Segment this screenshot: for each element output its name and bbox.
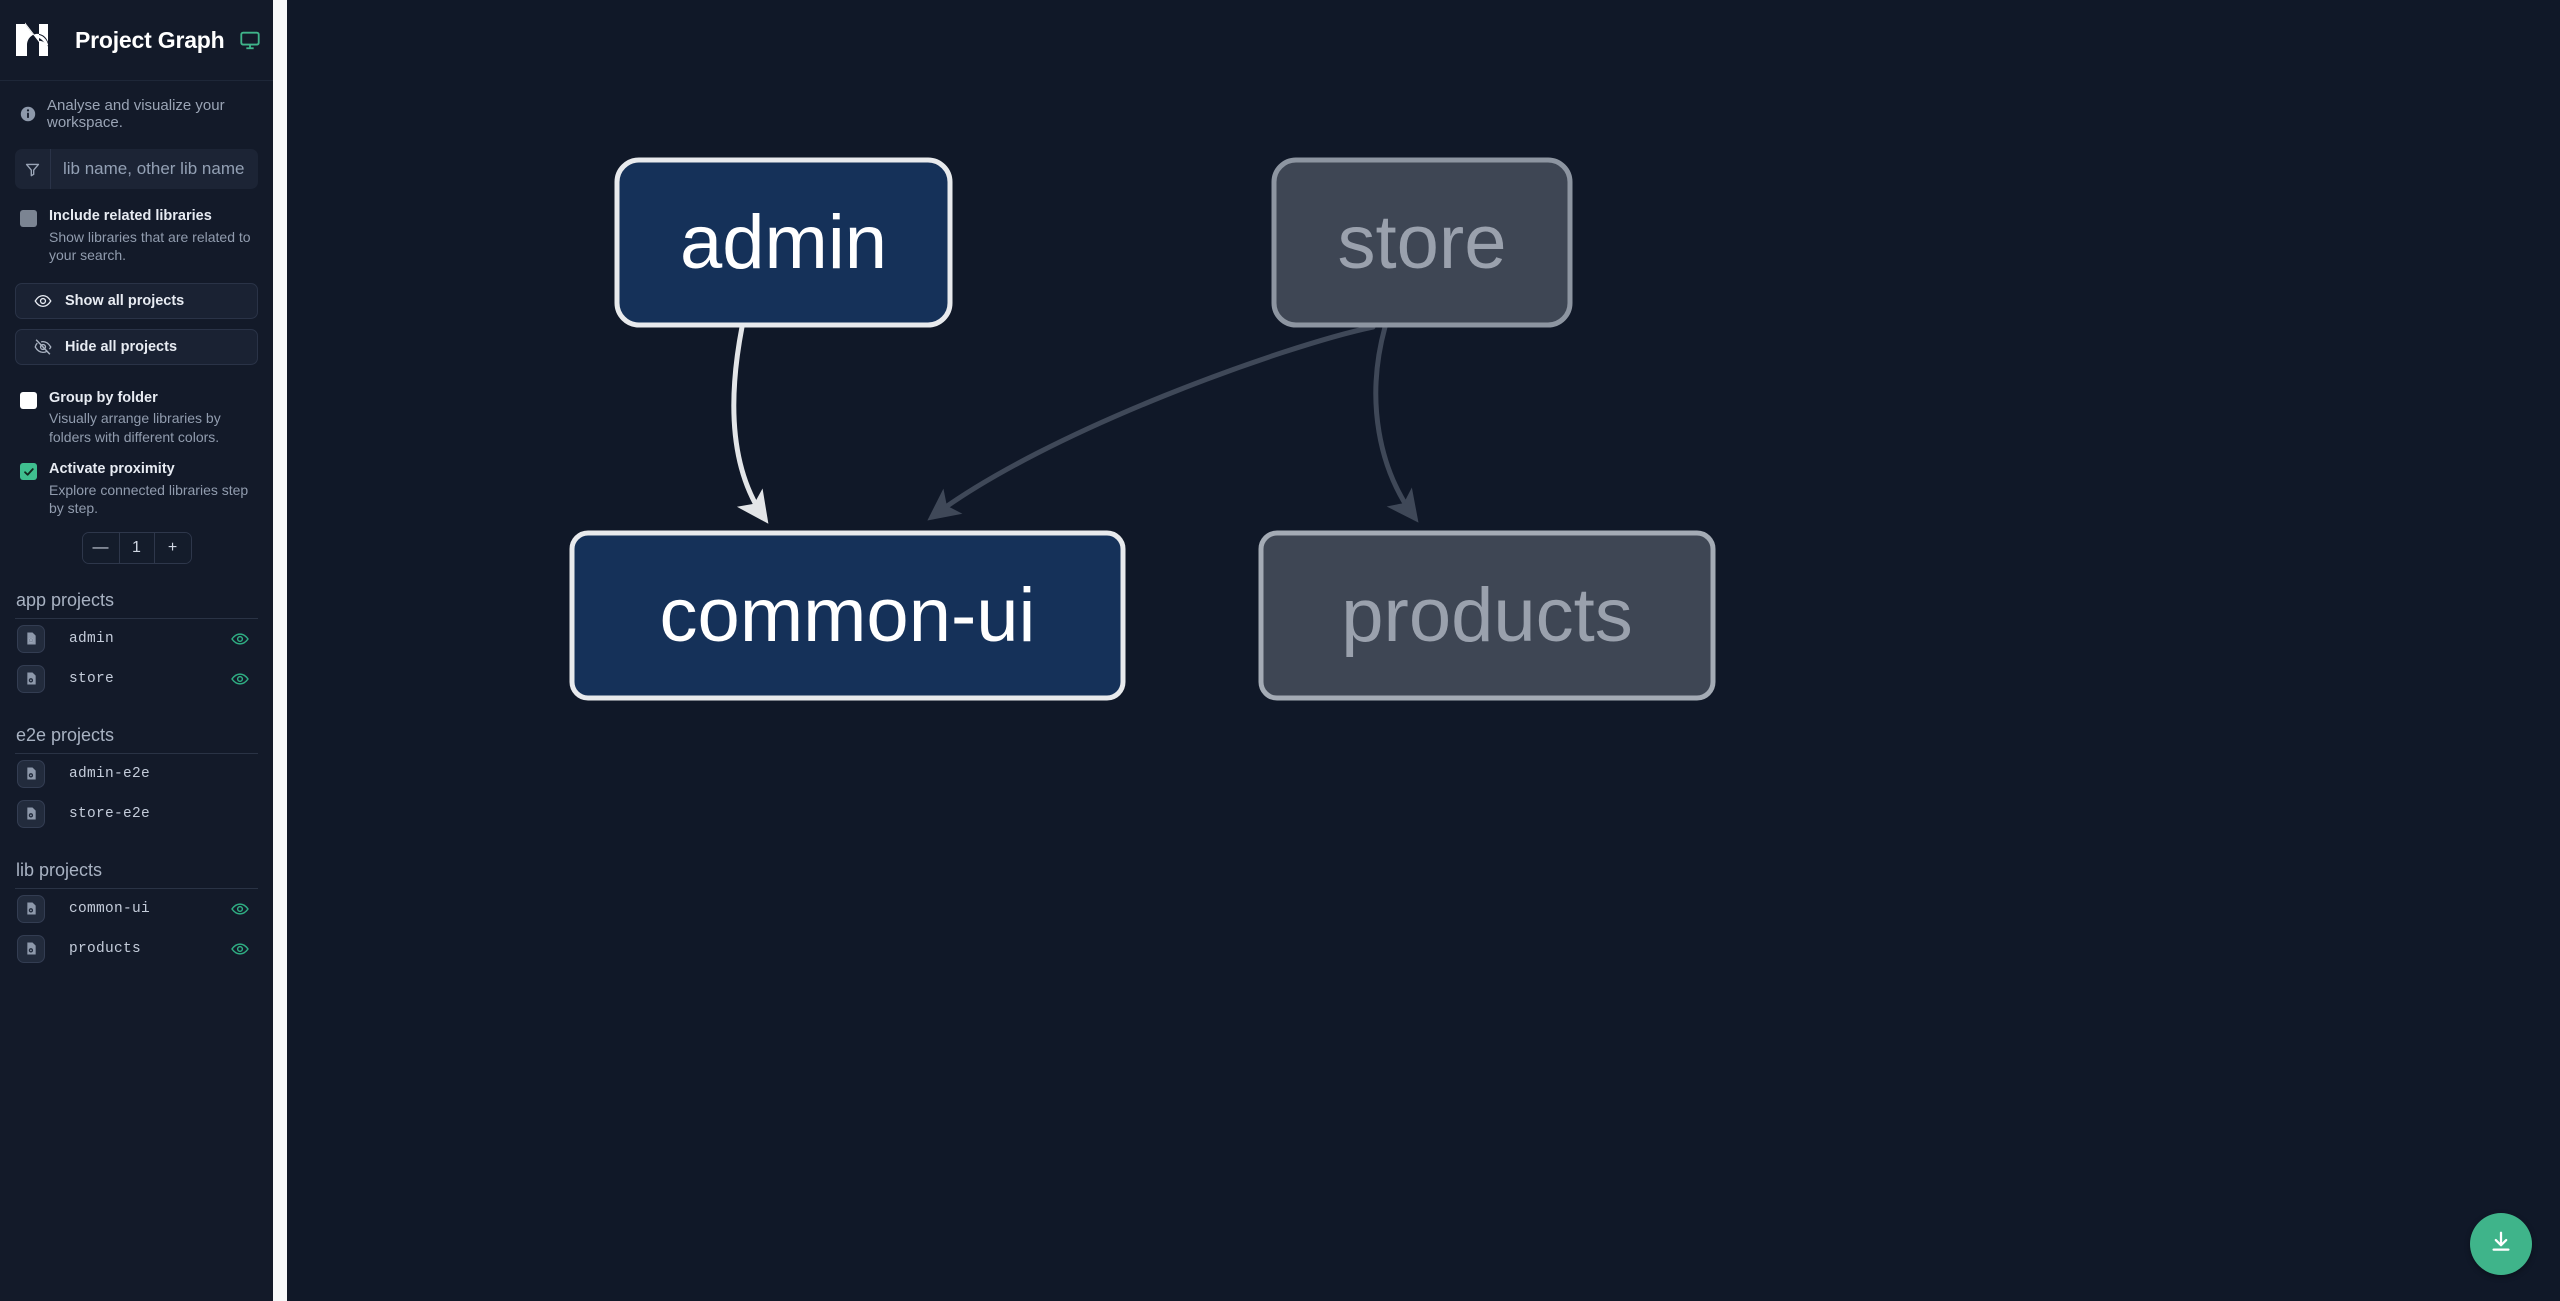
monitor-icon[interactable] [239, 28, 263, 52]
nx-logo-icon [15, 22, 62, 58]
proximity-stepper: — 1 + [81, 531, 192, 564]
eye-icon[interactable] [230, 899, 250, 919]
project-row-store-e2e[interactable]: store-e2e [15, 794, 258, 834]
option-label: Activate proximity [49, 461, 175, 477]
page-title: Project Graph [75, 26, 225, 53]
eye-icon [34, 292, 52, 310]
project-file-icon [17, 664, 45, 693]
hide-all-projects-label: Hide all projects [65, 338, 178, 355]
section-e2e-projects: e2e projects admin-e2e [0, 725, 273, 834]
graph-node-box [569, 530, 1126, 701]
graph-nodes: admin store common-ui products [569, 157, 1716, 701]
graph-node-products[interactable]: products [1258, 530, 1716, 701]
proximity-value: 1 [118, 532, 155, 563]
option-label: Include related libraries [49, 208, 212, 224]
project-row-admin[interactable]: admin [15, 619, 258, 659]
graph-canvas[interactable]: admin store common-ui products [287, 0, 2560, 1301]
project-name: store [69, 670, 115, 687]
section-app-projects: app projects admin [0, 590, 273, 699]
show-all-projects-label: Show all projects [65, 292, 185, 309]
project-row-products[interactable]: products [15, 929, 258, 969]
project-row-store[interactable]: store [15, 659, 258, 699]
project-name: products [69, 940, 142, 957]
project-name: admin [69, 630, 115, 647]
search-box[interactable] [15, 149, 258, 189]
bulk-visibility-buttons: Show all projects Hide all projects [0, 265, 273, 365]
option-description: Show libraries that are related to your … [49, 228, 251, 264]
download-graph-button[interactable] [2470, 1213, 2532, 1275]
option-include-related-libraries[interactable]: Include related libraries Show libraries… [0, 189, 273, 265]
project-row-common-ui[interactable]: common-ui [15, 889, 258, 929]
option-description: Visually arrange libraries by folders wi… [49, 410, 221, 445]
show-all-projects-button[interactable]: Show all projects [15, 282, 258, 319]
hide-all-projects-button[interactable]: Hide all projects [15, 328, 258, 365]
project-file-icon [17, 799, 45, 828]
proximity-decrement-button[interactable]: — [82, 532, 119, 563]
activate-proximity-checkbox[interactable] [20, 463, 37, 480]
eye-icon-placeholder [230, 804, 250, 824]
graph-edge-store-to-common-ui [927, 324, 1376, 521]
graph-node-box [614, 157, 953, 328]
sidebar: Project Graph Analyse and visualize your… [0, 0, 273, 1301]
download-icon [2488, 1229, 2514, 1260]
tagline-text: Analyse and visualize your workspace. [47, 97, 225, 131]
graph-edges [731, 324, 1419, 524]
option-group-by-folder[interactable]: Group by folder Visually arrange librari… [0, 375, 273, 447]
project-name: store-e2e [69, 805, 151, 822]
project-file-icon [17, 624, 45, 653]
section-title: lib projects [15, 860, 258, 889]
info-icon [20, 106, 36, 122]
search-row [0, 143, 273, 189]
option-label: Group by folder [49, 389, 158, 406]
graph-node-common-ui[interactable]: common-ui [569, 530, 1126, 701]
sidebar-header: Project Graph [0, 0, 273, 81]
project-graph-svg: admin store common-ui products [569, 157, 1716, 701]
graph-node-box [1258, 530, 1716, 701]
filter-funnel-icon[interactable] [15, 149, 51, 189]
graph-edge-store-to-products [1373, 324, 1419, 523]
project-name: common-ui [69, 900, 151, 917]
eye-icon[interactable] [230, 939, 250, 959]
section-lib-projects: lib projects common-ui [0, 860, 273, 969]
eye-icon-placeholder [230, 764, 250, 784]
proximity-increment-button[interactable]: + [154, 532, 191, 563]
graph-edge-admin-to-common-ui [731, 324, 769, 524]
project-file-icon [17, 759, 45, 788]
option-description: Explore connected libraries step by step… [49, 481, 249, 517]
project-file-icon [17, 894, 45, 923]
eye-icon[interactable] [230, 669, 250, 689]
section-title: e2e projects [15, 725, 258, 754]
eye-off-icon [34, 338, 52, 356]
eye-icon[interactable] [230, 629, 250, 649]
group-by-folder-checkbox[interactable] [20, 391, 37, 409]
section-title: app projects [15, 590, 258, 619]
search-input[interactable] [51, 149, 258, 189]
sidebar-tagline: Analyse and visualize your workspace. [0, 81, 273, 143]
graph-node-store[interactable]: store [1271, 157, 1573, 328]
project-file-icon [17, 934, 45, 963]
graph-node-admin[interactable]: admin [614, 157, 953, 328]
graph-node-box [1271, 157, 1573, 328]
sidebar-scrollbar[interactable] [273, 0, 287, 1301]
project-name: admin-e2e [69, 765, 151, 782]
option-activate-proximity[interactable]: Activate proximity Explore connected lib… [0, 446, 273, 518]
include-related-libraries-checkbox[interactable] [20, 210, 37, 227]
project-row-admin-e2e[interactable]: admin-e2e [15, 754, 258, 794]
